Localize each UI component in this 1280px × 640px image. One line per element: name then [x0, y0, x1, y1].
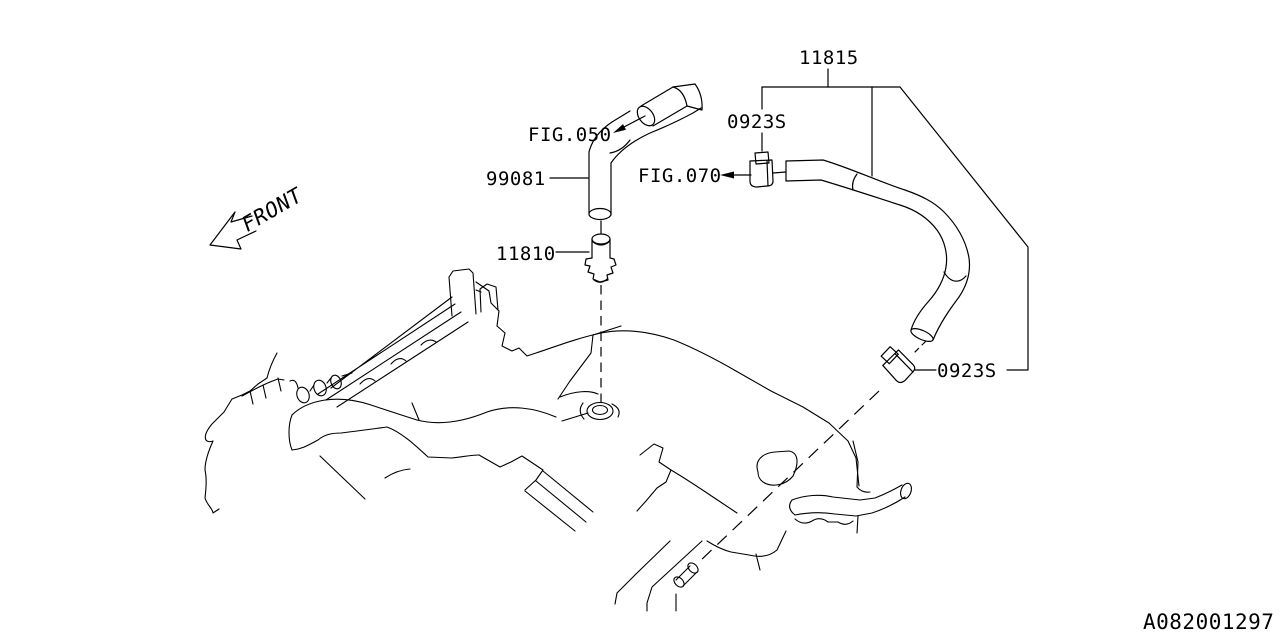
- part-number-labels: 11815 0923S 0923S 99081 11810 FIG.050 FI…: [486, 47, 997, 382]
- fig-050-arrowhead-icon: [613, 124, 626, 133]
- hose-clamp-lower-0923s: [880, 346, 916, 384]
- front-arrow-icon: [209, 211, 257, 250]
- hose-to-clamp-dashed-line: [912, 340, 927, 355]
- part-label-0923s-upper[interactable]: 0923S: [727, 111, 787, 133]
- fig-070-arrowhead-icon: [720, 171, 734, 179]
- drawing-number: A082001297: [1143, 610, 1274, 634]
- part-label-0923s-lower[interactable]: 0923S: [937, 360, 997, 382]
- clamp-to-engine-dashed-line: [698, 390, 880, 563]
- assembly-dashed-lines: [600, 220, 927, 563]
- bracket-right-diagonal: [899, 86, 1029, 371]
- part-label-11810[interactable]: 11810: [496, 243, 556, 265]
- pcv-valve-11810: [584, 233, 617, 283]
- front-label: FRONT: [239, 181, 305, 238]
- part-label-11815[interactable]: 11815: [799, 47, 859, 69]
- front-direction-indicator: FRONT: [209, 181, 305, 250]
- engine-assembly-drawing: [204, 268, 912, 612]
- pcv-hose-11815: [785, 159, 971, 342]
- part-label-99081[interactable]: 99081: [486, 168, 546, 190]
- hose-clamp-upper-0923s: [749, 151, 774, 188]
- callout-leader-lines: [549, 68, 1029, 371]
- hose-11815-lower-opening: [910, 328, 934, 342]
- fig-ref-050[interactable]: FIG.050: [528, 124, 612, 146]
- pcv-hose-99081: [588, 83, 703, 221]
- pcv-bore-boss: [586, 401, 614, 421]
- hose-99081-lower-opening: [588, 207, 612, 221]
- fig-070-arrow: [720, 171, 787, 179]
- fig-ref-070[interactable]: FIG.070: [638, 165, 722, 187]
- fig-050-arrow: [613, 115, 646, 133]
